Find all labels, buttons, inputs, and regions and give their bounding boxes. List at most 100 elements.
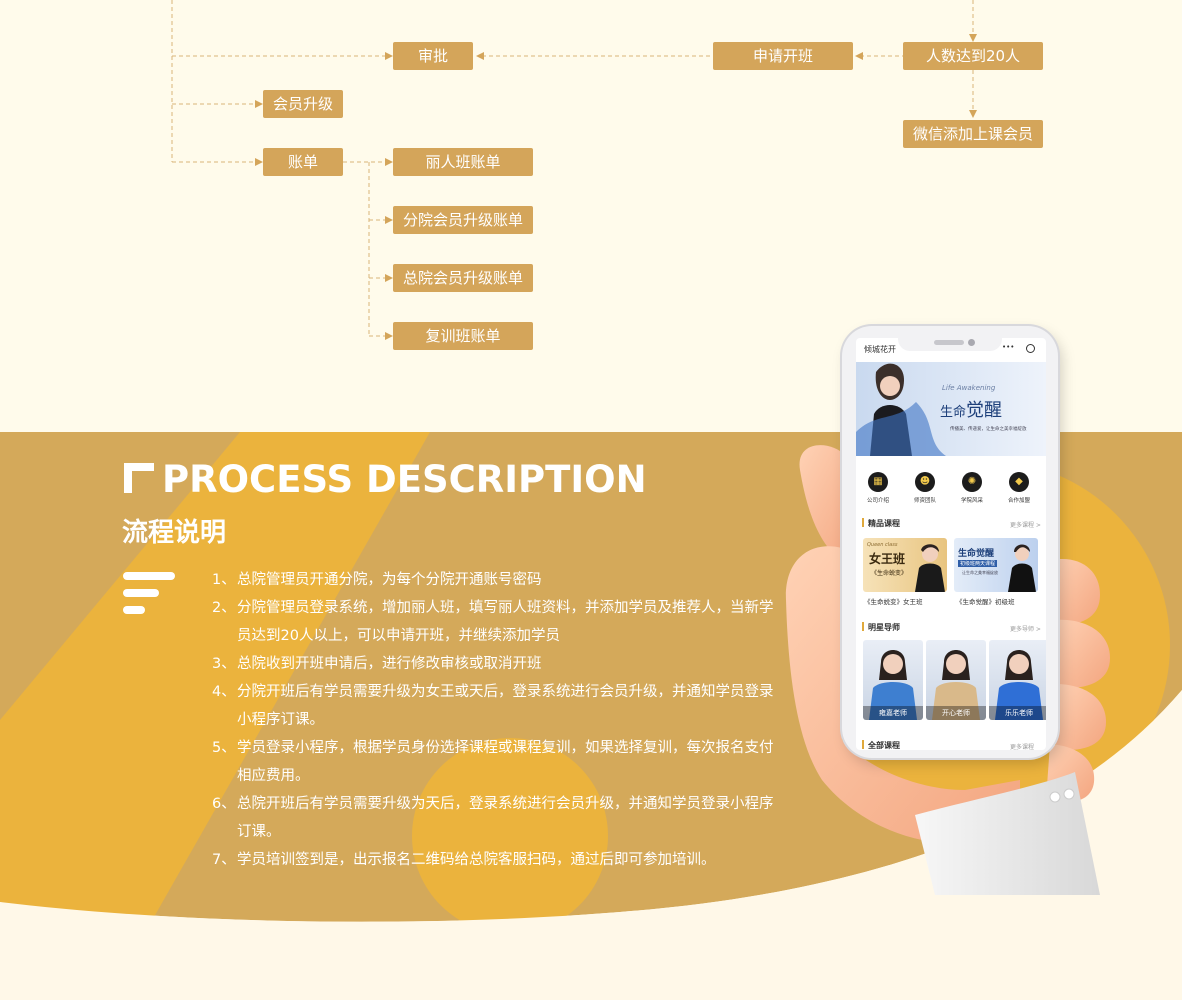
nav-label: 合作加盟 bbox=[1007, 498, 1030, 504]
teachers-more-link[interactable]: 更多导师 > bbox=[1010, 626, 1041, 633]
teacher-name: 雍嘉老师 bbox=[863, 706, 923, 720]
courses-section-title: 精品课程 bbox=[868, 519, 900, 528]
arrow-wechat-down bbox=[969, 110, 977, 118]
course-card-model-image bbox=[915, 544, 945, 592]
handshake-icon[interactable]: ◆ bbox=[1009, 472, 1029, 492]
finger-3 bbox=[1055, 684, 1106, 751]
phone-camera bbox=[968, 339, 975, 346]
app-title: 倾城花开 bbox=[864, 345, 896, 354]
teacher-card[interactable]: 雍嘉老师 bbox=[863, 640, 923, 720]
banner-title-big: 觉醒 bbox=[966, 400, 1003, 421]
flow-box-bill: 账单 bbox=[263, 148, 343, 176]
flow-box-reach-20: 人数达到20人 bbox=[903, 42, 1043, 70]
process-step: 3、总院收到开班申请后，进行修改审核或取消开班 bbox=[212, 650, 782, 678]
arrow-apply-left bbox=[855, 52, 863, 60]
process-step: 2、分院管理员登录系统，增加丽人班，填写丽人班资料，并添加学员及推荐人，当新学员… bbox=[212, 594, 782, 650]
step-text: 总院管理员开通分院，为每个分院开通账号密码 bbox=[237, 572, 542, 588]
arrow-retrain bbox=[385, 332, 393, 340]
course-card-sub: 初级班两天课程 bbox=[958, 560, 998, 567]
step-number: 3、 bbox=[212, 656, 236, 672]
course-card-script: Queen class bbox=[867, 542, 898, 548]
phone-screen: 倾城花开 ••• Life Awakening 生命觉醒 传播美、传递爱，让生命… bbox=[856, 338, 1046, 750]
arrow-branch-upgrade bbox=[385, 216, 393, 224]
course-card-queen[interactable]: Queen class 女王班 《生命蜕变》 bbox=[863, 538, 947, 592]
arrow-approve-left bbox=[476, 52, 484, 60]
flow-chart: 审批 申请开班 人数达到20人 会员升级 微信添加上课会员 账单 丽人班账单 分… bbox=[0, 0, 1182, 432]
teachers-section-title: 明星导师 bbox=[868, 623, 900, 632]
teacher-photo bbox=[995, 650, 1043, 720]
team-icon[interactable]: ☻ bbox=[915, 472, 935, 492]
section-title-en: PROCESS DESCRIPTION bbox=[162, 458, 647, 501]
teacher-photo bbox=[869, 650, 917, 720]
flow-box-retrain-bill: 复训班账单 bbox=[393, 322, 533, 350]
step-number: 6、 bbox=[212, 796, 236, 812]
nav-label: 师资团队 bbox=[913, 498, 936, 504]
course-card-awakening[interactable]: 生命觉醒 初级班两天课程 让生命之美幸福绽放 bbox=[954, 538, 1038, 592]
flow-box-member-upgrade: 会员升级 bbox=[263, 90, 343, 118]
course-card-title: 生命觉醒 bbox=[958, 549, 995, 559]
step-number: 7、 bbox=[212, 852, 236, 868]
flow-box-branch-upgrade-bill: 分院会员升级账单 bbox=[393, 206, 533, 234]
building-icon[interactable]: ▦ bbox=[868, 472, 888, 492]
courses-more-link[interactable]: 更多课程 > bbox=[1010, 522, 1041, 529]
step-text: 学员登录小程序，根据学员身份选择课程或课程复训，如果选择复训，每次报名支付相应费… bbox=[237, 740, 774, 784]
step-text: 总院开班后有学员需要升级为天后，登录系统进行会员升级，并通知学员登录小程序订课。 bbox=[237, 796, 774, 840]
banner[interactable]: Life Awakening 生命觉醒 传播美、传递爱，让生命之美幸福绽放 bbox=[856, 362, 1046, 456]
corner-bracket-icon bbox=[124, 463, 154, 493]
cuff-button-2 bbox=[1063, 788, 1075, 800]
finger-2 bbox=[1055, 619, 1110, 689]
arrow-beauty bbox=[385, 158, 393, 166]
step-number: 4、 bbox=[212, 684, 236, 700]
course-card-title: 女王班 bbox=[869, 552, 906, 566]
shirt-sleeve bbox=[915, 772, 1100, 895]
flow-box-wechat-add: 微信添加上课会员 bbox=[903, 120, 1043, 148]
arrow-head-upgrade bbox=[385, 274, 393, 282]
cream-bottom-curve bbox=[0, 690, 1182, 1000]
banner-script-text: Life Awakening bbox=[942, 384, 996, 392]
process-step: 4、分院开班后有学员需要升级为女王或天后，登录系统进行会员升级，并通知学员登录小… bbox=[212, 678, 782, 734]
step-text: 分院开班后有学员需要升级为女王或天后，登录系统进行会员升级，并通知学员登录小程序… bbox=[237, 684, 774, 728]
arrow-approve bbox=[385, 52, 393, 60]
banner-title-small: 生命 bbox=[940, 405, 967, 420]
nav-label: 公司介绍 bbox=[866, 498, 889, 504]
teacher-name: 开心老师 bbox=[926, 706, 986, 720]
course-caption-queen: 《生命蜕变》女王班 bbox=[864, 598, 923, 606]
course-card-model-image bbox=[1008, 544, 1036, 592]
teacher-card[interactable]: 开心老师 bbox=[926, 640, 986, 720]
finger-1 bbox=[1052, 559, 1100, 625]
step-number: 2、 bbox=[212, 600, 236, 616]
step-text: 总院收到开班申请后，进行修改审核或取消开班 bbox=[237, 656, 542, 672]
arrow-bill bbox=[255, 158, 263, 166]
step-number: 5、 bbox=[212, 740, 236, 756]
process-step: 5、学员登录小程序，根据学员身份选择课程或课程复训，如果选择复训，每次报名支付相… bbox=[212, 734, 782, 790]
arrow-upgrade bbox=[255, 100, 263, 108]
flow-box-apply-class: 申请开班 bbox=[713, 42, 853, 70]
course-card-sub: 《生命蜕变》 bbox=[871, 570, 908, 577]
arrow-reach-down bbox=[969, 34, 977, 42]
course-card-slogan: 让生命之美幸福绽放 bbox=[962, 570, 998, 575]
all-courses-section-title: 全部课程 bbox=[868, 741, 900, 750]
yellow-diagonal-stripe bbox=[0, 432, 430, 924]
nav-label: 学院风采 bbox=[960, 498, 983, 504]
yellow-circle-bottom bbox=[412, 738, 608, 934]
banner-model-image bbox=[856, 363, 946, 456]
more-menu-icon[interactable]: ••• bbox=[1002, 343, 1015, 351]
section-title-cn: 流程说明 bbox=[122, 518, 227, 548]
process-step: 6、总院开班后有学员需要升级为天后，登录系统进行会员升级，并通知学员登录小程序订… bbox=[212, 790, 782, 846]
flow-box-beauty-bill: 丽人班账单 bbox=[393, 148, 533, 176]
all-courses-more-link[interactable]: 更多课程 bbox=[1010, 744, 1035, 750]
teacher-name: 乐乐老师 bbox=[989, 706, 1046, 720]
phone-speaker bbox=[934, 340, 964, 345]
close-target-icon[interactable] bbox=[1026, 344, 1035, 353]
list-lines-icon bbox=[123, 572, 175, 616]
flow-connectors bbox=[171, 0, 977, 340]
hand-holding-phone-illustration bbox=[785, 445, 1110, 895]
teacher-card[interactable]: 乐乐老师 bbox=[989, 640, 1046, 720]
process-step: 7、学员培训签到是，出示报名二维码给总院客服扫码，通过后即可参加培训。 bbox=[212, 846, 782, 874]
cuff-button-1 bbox=[1049, 791, 1061, 803]
step-text: 学员培训签到是，出示报名二维码给总院客服扫码，通过后即可参加培训。 bbox=[237, 852, 716, 868]
process-step: 1、总院管理员开通分院，为每个分院开通账号密码 bbox=[212, 566, 782, 594]
flow-box-approve: 审批 bbox=[393, 42, 473, 70]
sun-icon[interactable]: ✺ bbox=[962, 472, 982, 492]
